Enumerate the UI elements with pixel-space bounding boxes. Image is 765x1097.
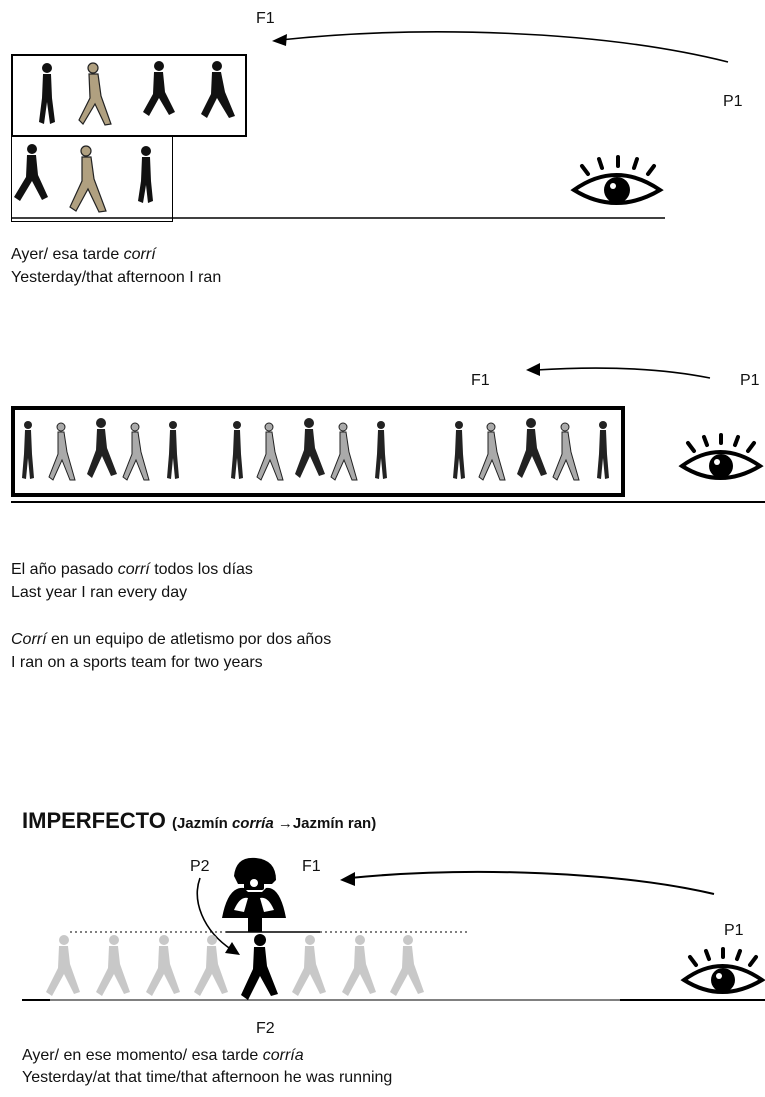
f2-label: F2 bbox=[256, 1020, 275, 1037]
runner-icon bbox=[122, 422, 150, 481]
runner-icon bbox=[14, 144, 48, 201]
runner-icon bbox=[167, 421, 179, 479]
caption-es-2b: Corrí en un equipo de atletismo por dos … bbox=[11, 631, 332, 648]
caption-en-3: Yesterday/at that time/that afternoon he… bbox=[22, 1069, 393, 1086]
caption-es-2a: El año pasado corrí todos los días bbox=[11, 561, 253, 578]
runner-icon bbox=[138, 146, 153, 203]
runner-icon bbox=[453, 421, 465, 479]
p1-label-2: P1 bbox=[740, 372, 760, 389]
eye-icon bbox=[680, 947, 765, 994]
runner-icon bbox=[87, 418, 117, 478]
p1-label-1: P1 bbox=[723, 93, 743, 110]
runner-icon bbox=[292, 935, 326, 996]
runner-icon bbox=[78, 62, 112, 126]
imperfecto-title: IMPERFECTO (Jazmín corría →Jazmín ran) bbox=[22, 808, 377, 833]
runner-icon bbox=[330, 422, 358, 481]
p2-label: P2 bbox=[190, 858, 210, 875]
caption-es-3: Ayer/ en ese momento/ esa tarde corría bbox=[22, 1047, 304, 1064]
runner-icon bbox=[146, 935, 180, 996]
runner-icon bbox=[22, 421, 34, 479]
arrow-p1-f1-1 bbox=[272, 31, 729, 63]
arrow-p1-f1-2 bbox=[526, 363, 711, 379]
runner-icon bbox=[39, 63, 55, 124]
runner-icon bbox=[375, 421, 387, 479]
runner-icon bbox=[231, 421, 243, 479]
runner-icon bbox=[241, 934, 278, 1000]
runner-icon bbox=[552, 422, 580, 481]
f1-label-1: F1 bbox=[256, 10, 275, 27]
p1-label-3: P1 bbox=[724, 922, 744, 939]
runner-icon bbox=[295, 418, 325, 478]
eye-icon bbox=[570, 155, 664, 205]
runner-icon bbox=[143, 61, 175, 116]
runner-icon bbox=[342, 935, 376, 996]
dotted-line bbox=[70, 931, 470, 933]
runner-icon bbox=[194, 935, 228, 996]
runner-icon bbox=[48, 422, 76, 481]
runner-icon bbox=[517, 418, 547, 478]
caption-en-1: Yesterday/that afternoon I ran bbox=[11, 269, 222, 286]
runner-icon bbox=[201, 61, 235, 118]
runners-faded bbox=[46, 934, 424, 1000]
run-frame-top bbox=[11, 54, 247, 137]
eye-icon bbox=[678, 433, 764, 480]
f1-label-3: F1 bbox=[302, 858, 321, 875]
timeline-1 bbox=[11, 217, 665, 219]
runner-icon bbox=[69, 145, 107, 213]
run-frame-bottom bbox=[11, 136, 173, 222]
runner-icon bbox=[256, 422, 284, 481]
timeline-2 bbox=[11, 501, 765, 503]
runner-icon bbox=[390, 935, 424, 996]
f1-label-2: F1 bbox=[471, 372, 490, 389]
photographer-icon bbox=[222, 857, 286, 932]
arrow-p2-f2 bbox=[196, 877, 240, 955]
runner-icon bbox=[478, 422, 506, 481]
caption-en-2a: Last year I ran every day bbox=[11, 584, 188, 601]
runner-icon bbox=[96, 935, 130, 996]
timeline-3 bbox=[22, 999, 765, 1001]
caption-en-2b: I ran on a sports team for two years bbox=[11, 654, 263, 671]
arrow-p1-f1-3 bbox=[340, 870, 715, 895]
runner-icon bbox=[46, 935, 80, 996]
runner-icon bbox=[597, 421, 609, 479]
caption-es-1: Ayer/ esa tarde corrí bbox=[11, 246, 156, 263]
run-frame-habitual bbox=[11, 406, 625, 497]
